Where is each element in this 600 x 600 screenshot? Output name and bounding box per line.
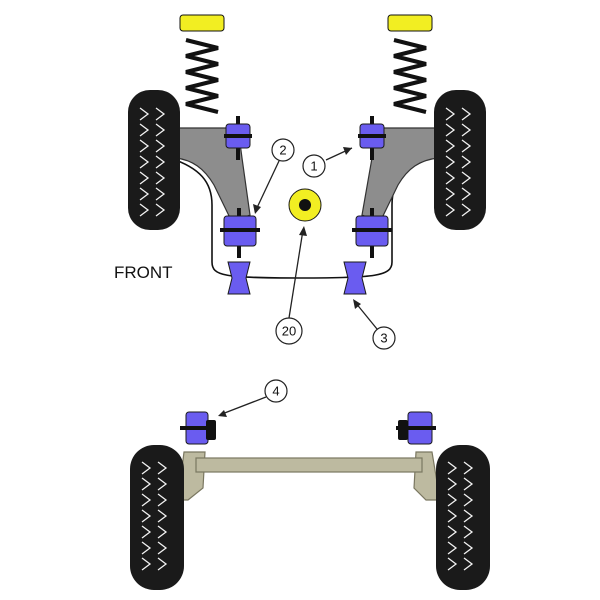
right-coil-spring [387,14,433,114]
right-wishbone [361,127,439,223]
rear-right-axle-bush [396,411,436,445]
callout-3-leader [354,301,378,330]
callout-20-number: 20 [282,324,296,339]
callout-20-arrowhead [299,226,307,236]
callout-4-number: 4 [272,384,279,399]
left-arm-front-bush [224,116,252,160]
callout-1-arrowhead [343,147,352,155]
callout-4-circle [264,379,288,403]
callout-3-arrowhead [353,299,361,309]
right-anti-roll-bar-bush [343,261,367,295]
right-spring-top-cap [387,14,433,32]
callout-2-arrowhead [253,204,261,214]
callout-4-leader [221,396,267,415]
rear-left-axle-bush [180,411,216,445]
callout-2-number: 2 [279,143,286,158]
left-anti-roll-bar-bush [227,261,251,295]
rear-right-tyre [436,445,490,590]
callout-3-circle [372,326,396,350]
front-left-tyre [128,90,180,230]
front-label: FRONT [114,263,173,282]
front-right-tyre [434,90,486,230]
rear-cross-beam [195,457,423,473]
left-coil-spring [179,14,225,114]
callout-4-arrowhead [218,410,227,417]
callout-20-leader [288,229,304,319]
callout-2-leader [254,160,280,213]
left-arm-rear-bush [220,208,260,258]
rear-left-tyre [130,445,184,590]
callout-1-circle [302,154,326,178]
right-arm-front-bush [358,116,386,160]
engine-mount-bush [288,188,322,222]
right-arm-rear-bush [352,208,392,258]
callout-2-circle [271,138,295,162]
left-spring-top-cap [179,14,225,32]
callout-1-number: 1 [310,159,317,174]
callout-3-number: 3 [380,331,387,346]
